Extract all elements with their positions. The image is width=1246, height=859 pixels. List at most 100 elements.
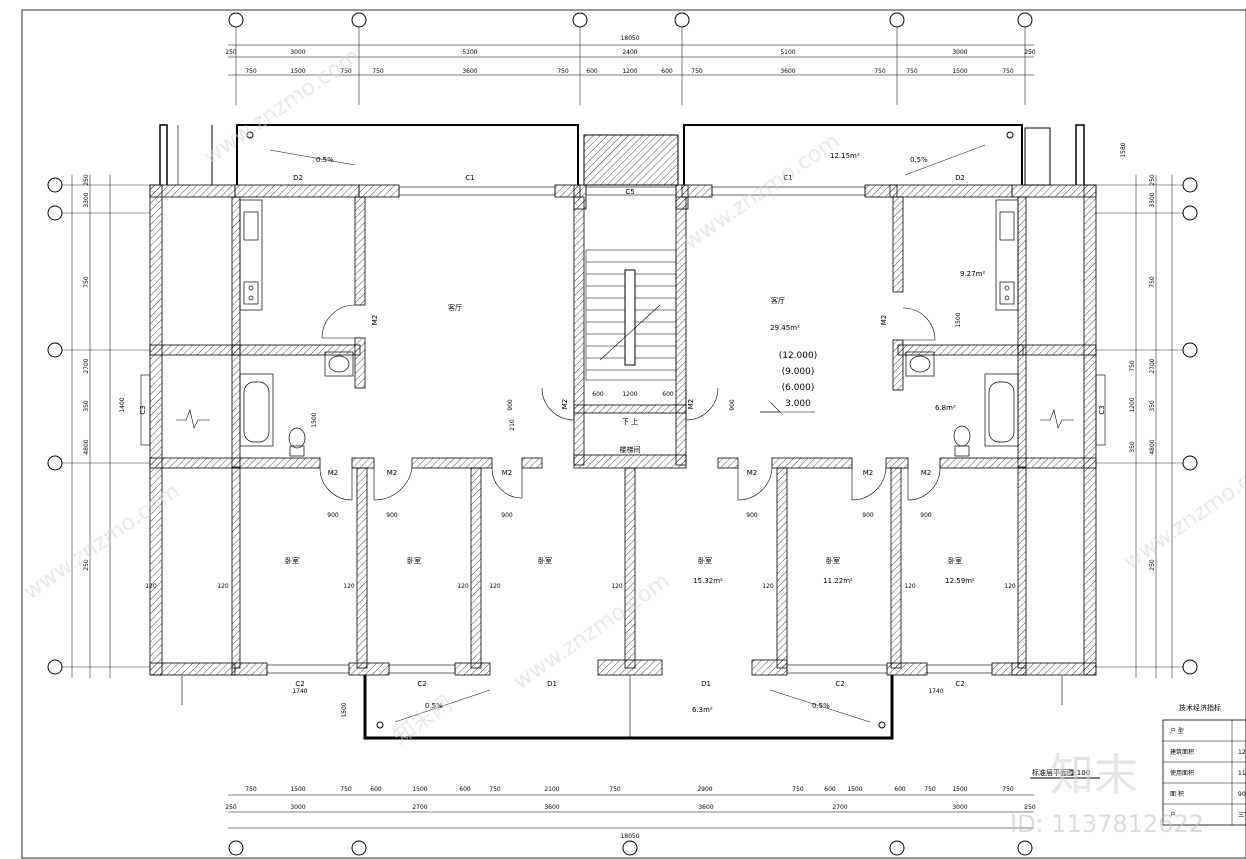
dim-right: 250 bbox=[1149, 174, 1156, 186]
dim-misc: 120 bbox=[489, 583, 501, 590]
balcony-top-left bbox=[159, 124, 579, 185]
dim-top-fine: 3600 bbox=[780, 68, 795, 75]
elevation-3: (6.000) bbox=[782, 383, 815, 393]
dim-top-fine: 600 bbox=[661, 68, 673, 75]
label-m2: M2 bbox=[387, 469, 398, 477]
balcony-area-bottom: 6.3m² bbox=[692, 706, 713, 714]
label-d1-right: D1 bbox=[701, 680, 711, 688]
label-c2-a: C2 bbox=[295, 680, 304, 688]
tech-table-value: 121 bbox=[1238, 749, 1246, 756]
dim-bottom-mid: 3000 bbox=[290, 804, 305, 811]
dim-misc: 1500 bbox=[311, 412, 318, 427]
dim-top-fine: 750 bbox=[340, 68, 352, 75]
dim-bottom-fine: 1500 bbox=[412, 786, 427, 793]
label-c5: C5 bbox=[625, 188, 634, 196]
dim-top-total: 18050 bbox=[620, 35, 639, 42]
windows bbox=[140, 186, 1106, 674]
tech-table-key: 面 积 bbox=[1170, 790, 1184, 798]
tech-table-key: 建筑面积 bbox=[1170, 748, 1194, 756]
dim-bottom-fine: 750 bbox=[792, 786, 804, 793]
dim-top-fine: 1200 bbox=[622, 68, 637, 75]
dim-right: 750 bbox=[1149, 276, 1156, 288]
balcony-bottom bbox=[363, 675, 894, 740]
dim-right: 350 bbox=[1149, 400, 1156, 412]
dim-bottom-fine: 600 bbox=[370, 786, 382, 793]
dim-top-fine: 750 bbox=[1002, 68, 1014, 75]
label-d1-left: D1 bbox=[547, 680, 557, 688]
room-bed-5: 卧室 bbox=[826, 556, 840, 565]
fixtures-right bbox=[905, 199, 1019, 457]
dim-top-mid: 3000 bbox=[290, 49, 305, 56]
slope-bottom-right: 0.5% bbox=[812, 702, 830, 710]
dim-top-fine: 750 bbox=[874, 68, 886, 75]
dim-misc: 900 bbox=[327, 512, 339, 519]
tech-table-title: 技术经济指标 bbox=[1179, 703, 1221, 712]
dim-top-fine: 750 bbox=[372, 68, 384, 75]
dim-bottom-fine: 1500 bbox=[952, 786, 967, 793]
label-m2: M2 bbox=[371, 315, 379, 326]
room-bath-area: 6.8m² bbox=[935, 404, 956, 412]
dim-bottom-mid: 250 bbox=[1024, 804, 1036, 811]
grid-axis-bottom bbox=[228, 840, 1033, 856]
label-m2: M2 bbox=[880, 315, 888, 326]
room-bed-4-area: 15.32m² bbox=[693, 577, 723, 585]
dim-misc: 750 bbox=[1129, 360, 1136, 372]
room-living-left: 客厅 bbox=[448, 303, 462, 312]
dim-misc: 900 bbox=[507, 399, 514, 411]
tech-table-key: 使用面积 bbox=[1170, 769, 1194, 777]
dim-left: 250 bbox=[83, 559, 90, 571]
grid-bubble bbox=[572, 12, 588, 105]
room-living-right: 客厅 bbox=[771, 296, 785, 305]
dim-misc: 1500 bbox=[341, 702, 348, 717]
grid-axis-right bbox=[1095, 177, 1198, 675]
watermark-id: ID: 1137812622 bbox=[1010, 810, 1204, 838]
dim-top-fine: 1500 bbox=[290, 68, 305, 75]
dim-left: 2700 bbox=[83, 358, 90, 373]
label-m2: M2 bbox=[747, 469, 758, 477]
dim-top-fine: 3600 bbox=[462, 68, 477, 75]
dim-top-mid: 5100 bbox=[462, 49, 477, 56]
dim-bottom-total: 18050 bbox=[620, 833, 639, 840]
room-living-right-area: 29.45m² bbox=[770, 324, 800, 332]
drawing-frame bbox=[21, 9, 1246, 859]
tech-table-value: 90 bbox=[1238, 791, 1246, 798]
label-c1-left: C1 bbox=[465, 174, 474, 182]
dim-bottom-mid: 2700 bbox=[832, 804, 847, 811]
dimension-bottom bbox=[228, 794, 1034, 829]
elevation-4: 3.000 bbox=[785, 399, 811, 409]
dim-bottom-fine: 750 bbox=[609, 786, 621, 793]
dim-misc: 1200 bbox=[1129, 397, 1136, 412]
walls bbox=[149, 184, 1097, 676]
tech-table: 技术经济指标 户 型建筑面积121使用面积110面 积90户三室一厅 bbox=[1162, 703, 1246, 826]
label-c2-c: C2 bbox=[835, 680, 844, 688]
stair-updown: 下 上 bbox=[622, 417, 638, 426]
label-m2: M2 bbox=[502, 469, 513, 477]
dim-misc: 120 bbox=[457, 583, 469, 590]
room-bed-1: 卧室 bbox=[285, 556, 299, 565]
dim-top-mid: 2400 bbox=[622, 49, 637, 56]
dim-bottom-fine: 600 bbox=[894, 786, 906, 793]
dim-right: 4800 bbox=[1149, 439, 1156, 454]
label-c2-b: C2 bbox=[417, 680, 426, 688]
label-m2: M2 bbox=[561, 399, 569, 410]
grid-axis-left bbox=[47, 177, 150, 675]
dim-bottom-fine: 1500 bbox=[290, 786, 305, 793]
dim-misc: 900 bbox=[501, 512, 513, 519]
dim-bottom-mid: 3600 bbox=[544, 804, 559, 811]
dim-bottom-fine: 750 bbox=[489, 786, 501, 793]
room-bed-4: 卧室 bbox=[698, 556, 712, 565]
dim-left: 4800 bbox=[83, 439, 90, 454]
dim-bottom-fine: 600 bbox=[459, 786, 471, 793]
fixtures-left bbox=[239, 199, 354, 457]
dim-top-fine: 1500 bbox=[952, 68, 967, 75]
tech-table-key: 户 bbox=[1170, 811, 1176, 819]
door-swings bbox=[319, 304, 941, 501]
dimension-left bbox=[71, 175, 111, 678]
room-bed-6-area: 12.59m² bbox=[945, 577, 975, 585]
label-m2: M2 bbox=[921, 469, 932, 477]
dim-top-mid: 5100 bbox=[780, 49, 795, 56]
